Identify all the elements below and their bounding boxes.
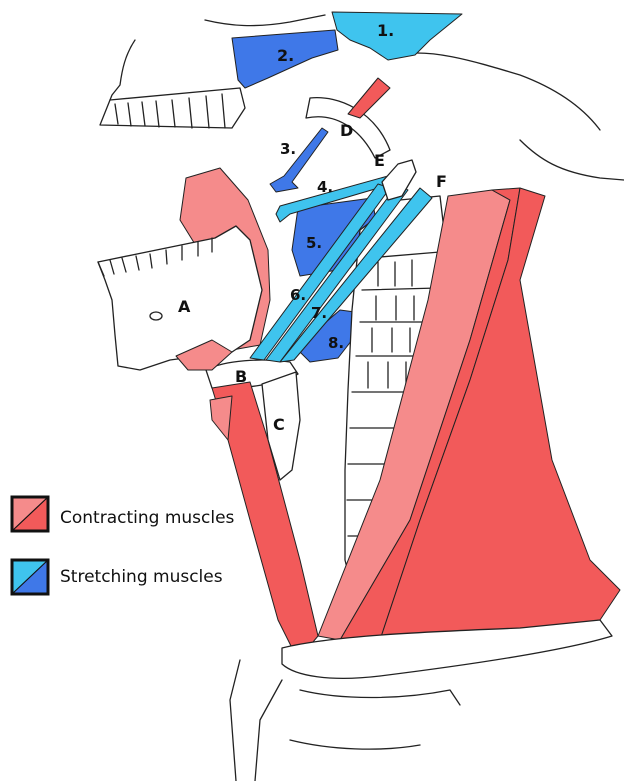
sternohyoid-red [210, 396, 232, 440]
skull-back-outline [395, 53, 600, 130]
styloid-e [382, 160, 416, 200]
legend: Contracting muscles Stretching muscles [12, 497, 235, 594]
legend-stretching-swatch [12, 560, 48, 594]
muscle-1 [332, 12, 462, 60]
label-structure-d: D [340, 121, 353, 140]
legend-contracting-label: Contracting muscles [60, 508, 235, 528]
label-muscle-7: 7. [311, 304, 327, 322]
sternum-outline [230, 660, 282, 781]
label-muscle-3: 3. [280, 140, 296, 158]
label-muscle-1: 1. [377, 21, 394, 40]
label-structure-c: C [273, 415, 285, 434]
label-muscle-8: 8. [328, 334, 344, 352]
label-structure-b: B [235, 367, 247, 386]
mental-foramen [150, 312, 162, 320]
label-muscle-4: 4. [317, 178, 333, 196]
label-structure-f: F [436, 172, 447, 191]
legend-contracting-swatch [12, 497, 48, 531]
skull-face-outline [110, 40, 135, 100]
label-muscle-6: 6. [290, 286, 306, 304]
upper-red-muscle [348, 78, 390, 118]
neck-back-outline [520, 140, 624, 180]
label-muscle-5: 5. [306, 234, 322, 252]
label-muscle-2: 2. [277, 46, 294, 65]
rib-outline [290, 690, 460, 749]
skull-outline [205, 15, 325, 26]
legend-stretching-label: Stretching muscles [60, 567, 223, 587]
label-structure-a: A [178, 297, 191, 316]
label-structure-e: E [374, 151, 385, 170]
